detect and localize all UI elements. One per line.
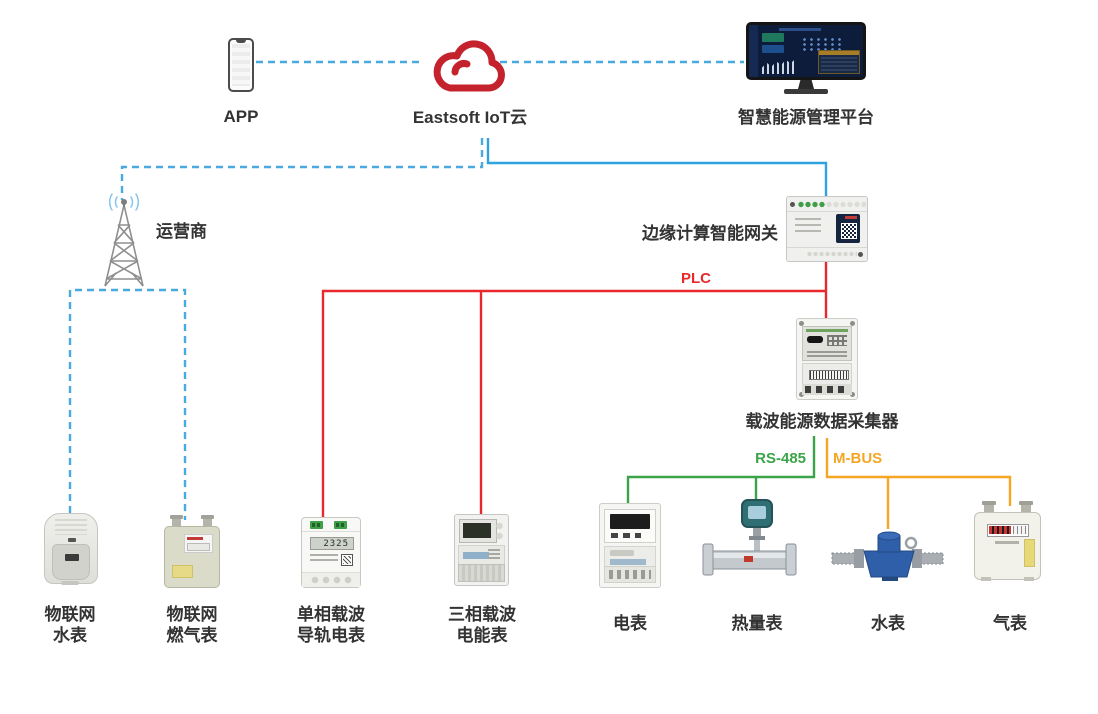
rs485-link-label: RS-485 xyxy=(755,450,806,467)
gateway-label: 边缘计算智能网关 xyxy=(642,224,778,243)
gateway-device-icon xyxy=(786,196,868,262)
meter-lcd-reading: 2325 xyxy=(310,537,354,550)
three-phase-meter-icon xyxy=(454,514,509,586)
cloud-icon xyxy=(433,40,505,92)
wire-rs485-bus xyxy=(626,436,816,505)
collector-device-icon xyxy=(796,318,858,400)
device-label-iot-water-meter: 物联网水表 xyxy=(44,605,96,645)
device-label-iot-gas-meter: 物联网燃气表 xyxy=(166,605,218,645)
iot-water-meter-icon xyxy=(44,513,98,585)
plc-link-label: PLC xyxy=(681,270,711,287)
heat-meter-icon xyxy=(702,499,797,576)
app-label: APP xyxy=(223,107,259,126)
platform-label: 智慧能源管理平台 xyxy=(738,108,874,127)
device-label-gas-meter: 气表 xyxy=(993,614,1027,633)
device-label-heat-meter: 热量表 xyxy=(731,614,783,633)
device-label-electric-meter: 电表 xyxy=(613,614,647,633)
collector-label: 载波能源数据采集器 xyxy=(745,412,899,431)
device-label-single-phase-rail-meter: 单相载波导轨电表 xyxy=(297,605,365,645)
wire-mbus-bus xyxy=(825,438,1012,506)
operator-tower-icon xyxy=(104,193,144,287)
wire-operator-iot-meters xyxy=(68,288,187,520)
electric-meter-icon xyxy=(599,503,661,588)
operator-label: 运营商 xyxy=(156,222,207,241)
cloud-label: Eastsoft IoT云 xyxy=(412,108,528,127)
single-phase-rail-meter-icon: 2325 xyxy=(301,517,361,588)
water-meter-icon xyxy=(831,531,944,581)
gas-meter-icon xyxy=(974,501,1041,582)
platform-monitor-icon xyxy=(746,22,866,94)
wire-cloud-gateway xyxy=(486,138,828,197)
device-label-three-phase-meter: 三相载波电能表 xyxy=(448,605,516,645)
wire-cloud-operator xyxy=(120,138,484,200)
wire-plc-bus xyxy=(321,289,826,519)
mbus-link-label: M-BUS xyxy=(833,450,883,467)
iot-gas-meter-icon xyxy=(164,515,220,588)
phone-icon xyxy=(228,38,254,92)
device-label-water-meter: 水表 xyxy=(871,614,905,633)
